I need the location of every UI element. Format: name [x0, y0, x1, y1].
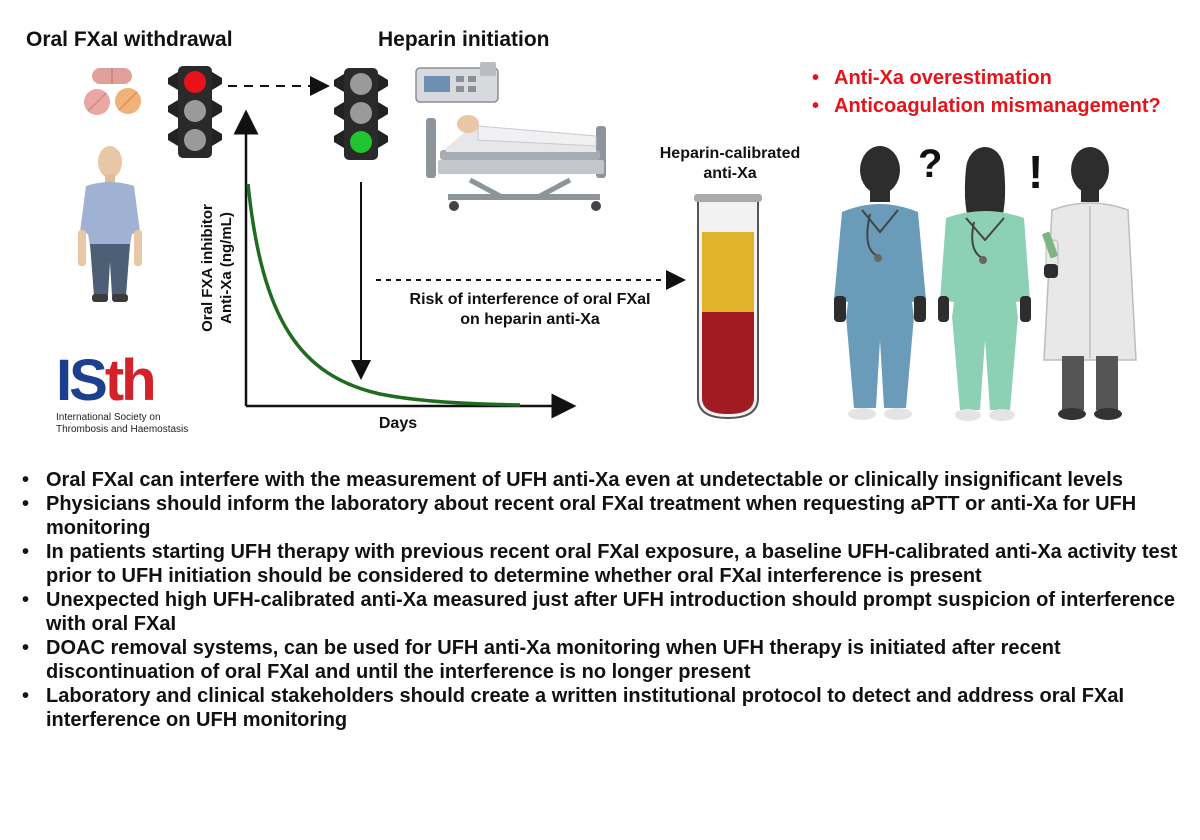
clinician-1-icon — [834, 146, 926, 420]
decay-curve — [246, 183, 521, 407]
outcome-item: Anti-Xa overestimation — [812, 64, 1161, 92]
outcome-list: Anti-Xa overestimation Anticoagulation m… — [812, 64, 1161, 120]
logo-line1: International Society on — [56, 412, 161, 423]
test-tube-icon — [694, 194, 762, 420]
outcome-item: Anticoagulation mismanagement? — [812, 92, 1161, 120]
header-initiation: Heparin initiation — [378, 28, 550, 51]
tube-label-line2: anti-Xa — [703, 165, 757, 182]
header-withdrawal: Oral FXaI withdrawal — [26, 28, 233, 51]
pills-icon — [84, 68, 141, 115]
question-mark: ? — [918, 142, 943, 186]
recommendations-list: Oral FXaI can interfere with the measure… — [20, 468, 1185, 732]
infusion-pump-icon — [415, 62, 499, 103]
chart-y-label-line2: Anti-Xa (ng/mL) — [218, 212, 235, 324]
list-item: Physicians should inform the laboratory … — [20, 492, 1185, 540]
illustration — [78, 62, 1137, 421]
logo-th: th — [104, 348, 157, 413]
list-item: Unexpected high UFH-calibrated anti-Xa m… — [20, 588, 1185, 636]
hospital-bed-icon — [426, 115, 606, 211]
chart-x-label: Days — [378, 415, 418, 432]
list-item: In patients starting UFH therapy with pr… — [20, 540, 1185, 588]
patient-figure-icon — [78, 146, 142, 302]
list-item: Laboratory and clinical stakeholders sho… — [20, 684, 1185, 732]
list-item: Oral FXaI can interfere with the measure… — [20, 468, 1185, 492]
chart-y-label-line1: Oral FXA inhibitor — [199, 204, 216, 332]
interference-label: Risk of interference of oral FXaI on hep… — [380, 290, 680, 330]
interference-label-line2: on heparin anti-Xa — [460, 311, 600, 328]
traffic-light-green-icon — [334, 68, 388, 160]
logo-line2: Thrombosis and Haemostasis — [56, 424, 189, 435]
isth-logo-word: ISth — [56, 352, 206, 410]
tube-label-line1: Heparin-calibrated — [659, 145, 801, 162]
chart-y-label: Oral FXA inhibitor Anti-Xa (ng/mL) — [198, 178, 238, 358]
clinician-2-icon — [938, 147, 1031, 421]
list-item: DOAC removal systems, can be used for UF… — [20, 636, 1185, 684]
interference-label-line1: Risk of interference of oral FXaI — [409, 291, 651, 308]
tube-label: Heparin-calibrated anti-Xa — [630, 144, 830, 184]
exclamation-mark: ! — [1028, 146, 1044, 198]
logo-is: IS — [56, 348, 108, 413]
clinician-3-icon — [1042, 147, 1137, 420]
isth-logo: ISth International Society on Thrombosis… — [56, 352, 206, 436]
traffic-light-red-icon — [168, 66, 222, 158]
